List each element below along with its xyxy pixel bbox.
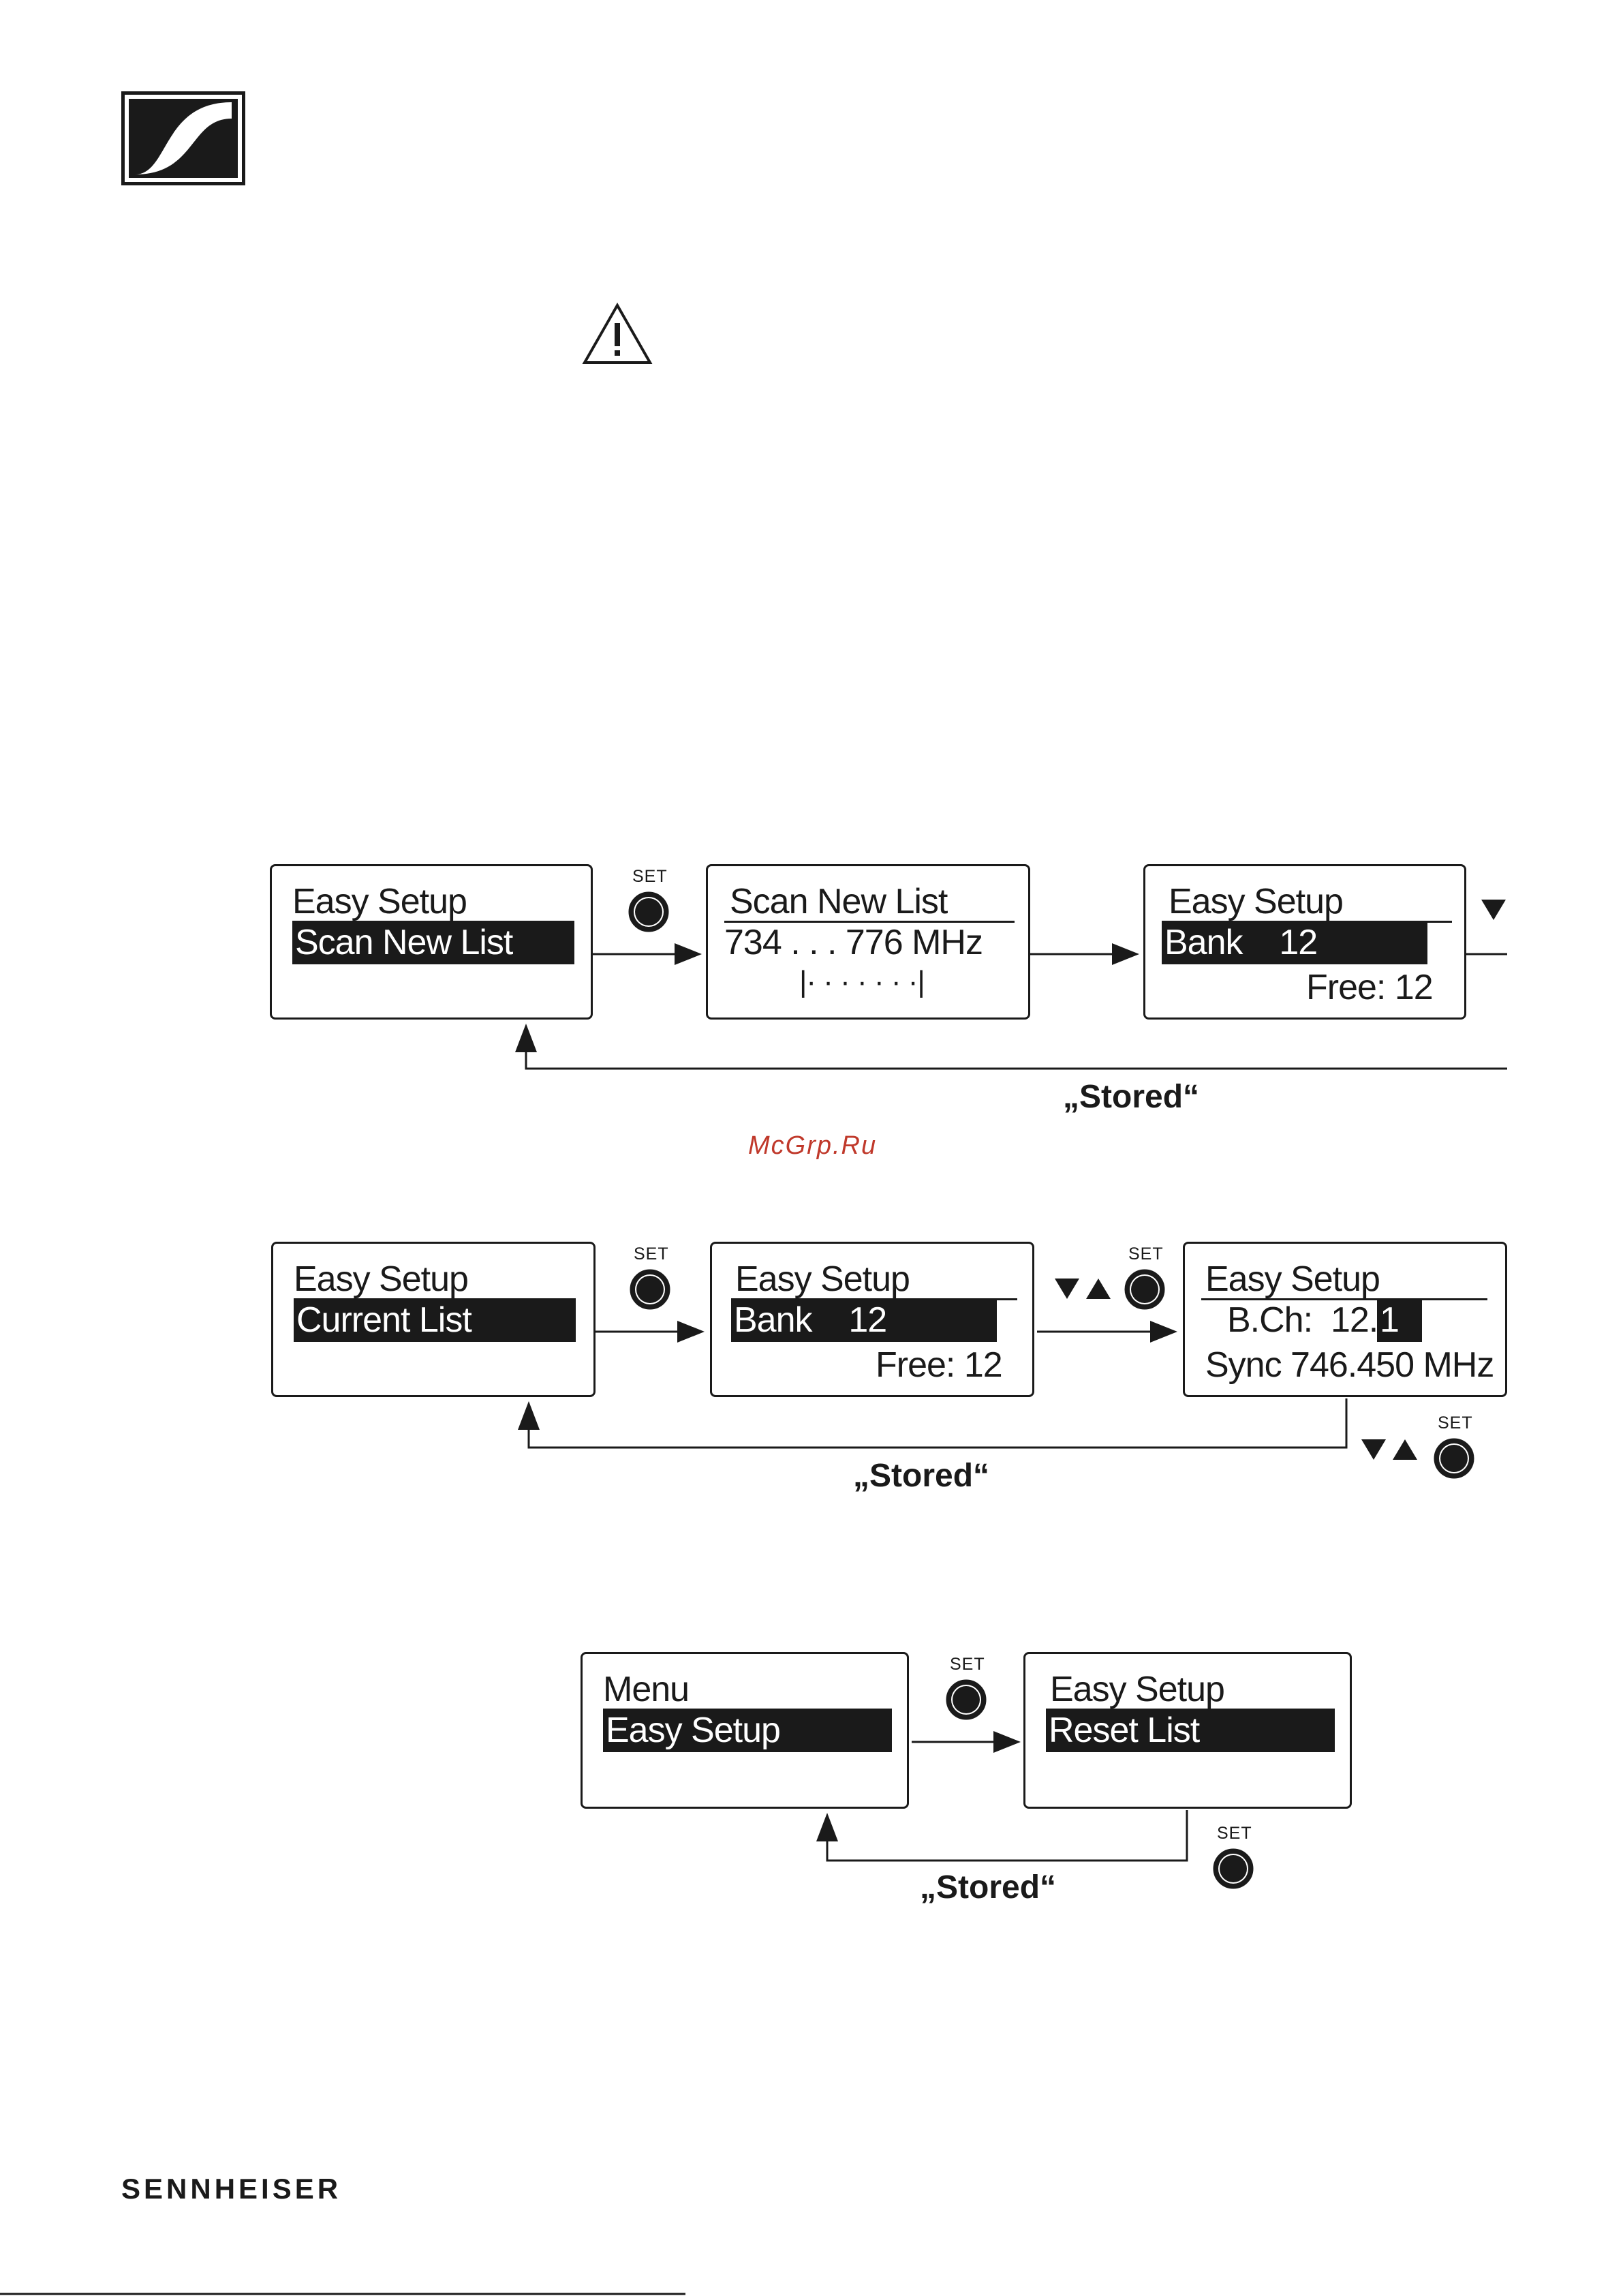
lcd-screen-scan-progress: Scan New List 734 . . . 776 MHz |· · · ·…: [706, 864, 1030, 1020]
set-label: SET: [950, 1655, 985, 1674]
sync-frequency: Sync 746.450 MHz: [1205, 1345, 1494, 1385]
screen-title: Easy Setup: [292, 882, 467, 921]
title-underline: [1201, 1298, 1487, 1300]
screen-selected-item: Easy Setup: [603, 1709, 892, 1752]
stored-label: „Stored“: [1063, 1079, 1200, 1115]
free-count: Free: 12: [876, 1345, 1003, 1385]
channel-selected: 1: [1377, 1298, 1422, 1342]
lcd-screen-reset-list: Easy Setup Reset List: [1023, 1652, 1352, 1809]
lcd-screen-menu: Menu Easy Setup: [581, 1652, 909, 1809]
screen-title: Easy Setup: [1205, 1259, 1380, 1299]
free-count: Free: 12: [1306, 968, 1434, 1007]
bank-channel-label: B.Ch: 12.: [1227, 1300, 1378, 1340]
screen-selected-item: Current List: [294, 1298, 576, 1342]
lcd-screen-bank: Easy Setup Bank 12 Free: 12: [710, 1242, 1034, 1397]
stored-label: „Stored“: [920, 1869, 1057, 1905]
title-underline: [724, 921, 1015, 923]
watermark-text: McGrp.Ru: [748, 1131, 878, 1160]
screen-selected-item: Reset List: [1046, 1709, 1335, 1752]
frequency-range: 734 . . . 776 MHz: [724, 923, 983, 962]
set-label: SET: [1128, 1244, 1164, 1264]
sennheiser-s-icon: [125, 95, 242, 182]
stored-label: „Stored“: [853, 1458, 990, 1494]
sennheiser-logo: [121, 91, 245, 185]
screen-title: Menu: [603, 1670, 690, 1709]
lcd-screen-easy-setup-current: Easy Setup Current List: [271, 1242, 596, 1397]
screen-title: Easy Setup: [1050, 1670, 1225, 1709]
sennheiser-brand-wordmark: SENNHEISER: [121, 2173, 342, 2205]
bank-selected: Bank 12: [1162, 921, 1427, 964]
bank-selected: Bank 12: [731, 1298, 997, 1342]
set-label: SET: [632, 867, 668, 886]
screen-title: Easy Setup: [735, 1259, 910, 1299]
screen-title: Scan New List: [730, 882, 948, 921]
screen-title: Easy Setup: [294, 1259, 469, 1299]
set-label: SET: [1438, 1413, 1473, 1433]
lcd-screen-easy-setup-scan: Easy Setup Scan New List: [270, 864, 593, 1020]
screen-selected-item: Scan New List: [292, 921, 574, 964]
scan-progress-bar: |· · · · · · ·|: [799, 965, 925, 998]
warning-triangle-icon: [582, 302, 653, 365]
lcd-screen-channel-sync: Easy Setup B.Ch: 12. 1 Sync 746.450 MHz: [1183, 1242, 1507, 1397]
set-label: SET: [634, 1244, 669, 1264]
screen-title: Easy Setup: [1169, 882, 1344, 921]
lcd-screen-bank: Easy Setup Bank 12 Free: 12: [1143, 864, 1466, 1020]
set-label: SET: [1217, 1824, 1252, 1843]
